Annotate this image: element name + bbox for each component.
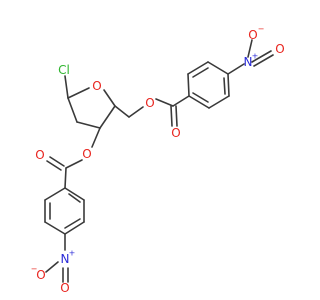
bond-c5-o	[128, 106, 144, 118]
bond-c3-c2	[76, 121, 101, 129]
bond-o-carbonyl-c	[155, 98, 174, 107]
ring-a-bond-2	[187, 61, 209, 75]
ring-a-inner-1	[192, 67, 209, 78]
bond-c4-c3	[99, 105, 116, 129]
ring-a-bond-1	[187, 73, 190, 97]
bond-carbonyl-to-ring-a	[172, 95, 190, 107]
ring-a-bond-6	[188, 95, 210, 109]
bond-ring-o-c4	[103, 89, 116, 107]
n2-o-left-bond	[45, 261, 59, 273]
ring-b-bond-4	[44, 221, 66, 235]
carbonyl-oxygen-5prime: O	[171, 126, 180, 140]
nitro-nitrogen-b: N	[61, 252, 70, 266]
bond-carbonyl-double-2b	[46, 160, 62, 171]
ring-oxygen-atom: O	[92, 79, 101, 93]
ring-a-inner-2	[223, 77, 226, 95]
bond-carbonyl-to-ring-b	[64, 167, 67, 189]
chlorine-atom: Cl	[58, 63, 70, 77]
nitro-oxygen-b-left: O	[36, 268, 45, 282]
ring-b-inner-2	[64, 218, 81, 229]
bond-carbonyl-double-1a	[170, 105, 173, 127]
bond-c3-o	[91, 127, 101, 148]
n1-o-right-bond-a	[251, 50, 272, 63]
ring-a-to-n	[227, 63, 245, 75]
ring-a-bond-4	[227, 73, 230, 97]
ester-oxygen-3prime: O	[82, 147, 91, 161]
bonds	[44, 39, 274, 283]
bond-o-carbonyl-c2	[65, 159, 83, 169]
nitro-oxygen-a-right: O	[275, 42, 284, 56]
nitro-oxygen-b-bottom: O	[60, 281, 69, 295]
bond-c4-c5	[114, 105, 130, 118]
n1-o-top-bond	[247, 39, 253, 58]
ring-b-inner-1	[68, 193, 81, 203]
nitro-nitrogen-a-charge: +	[252, 52, 259, 61]
carbonyl-oxygen-3prime: O	[35, 148, 44, 162]
ring-a-bond-5	[208, 95, 230, 109]
bond-c2-c1	[67, 97, 78, 123]
nitro-oxygen-b-left-charge: −	[31, 265, 38, 274]
bond-carbonyl-double-2a	[49, 156, 65, 167]
n1-o-right-bond-b	[253, 54, 274, 67]
ring-a-inner-3	[192, 92, 209, 103]
ring-b-bond-1	[64, 187, 85, 201]
nitro-oxygen-a-top: O	[248, 28, 257, 42]
ring-b-bond-3	[64, 221, 85, 235]
nitro-oxygen-a-top-charge: −	[258, 25, 265, 34]
nitro-nitrogen-b-charge: +	[69, 249, 76, 258]
atom-labels: Cl O O O O O N + O − O N + O − O	[31, 25, 285, 296]
nitro-nitrogen-a: N	[244, 55, 253, 69]
molecule-structure: Cl O O O O O N + O − O N + O − O	[31, 25, 285, 296]
ring-b-bond-6	[44, 187, 66, 201]
bond-c1-cl	[64, 75, 69, 99]
bond-c1-ring-o	[67, 87, 90, 99]
bond-carbonyl-double-1b	[175, 105, 178, 127]
ring-a-bond-3	[207, 61, 229, 75]
ester-oxygen-5prime: O	[145, 96, 154, 110]
